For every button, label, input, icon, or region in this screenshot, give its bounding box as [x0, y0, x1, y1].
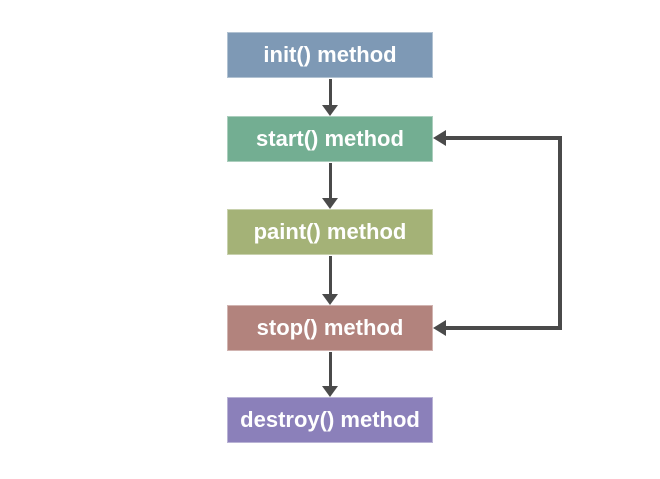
loop-vertical-line — [558, 136, 562, 330]
arrow-paint-to-stop — [322, 256, 338, 305]
arrow-stem — [328, 163, 332, 199]
arrow-left-into-stop-icon — [433, 320, 446, 336]
arrow-left-into-start-icon — [433, 130, 446, 146]
arrow-start-to-paint — [322, 163, 338, 209]
node-init-label: init() method — [263, 42, 397, 67]
node-init-method: init() method — [227, 32, 433, 78]
node-paint-label: paint() method — [253, 219, 407, 244]
loop-bottom-line — [445, 326, 562, 330]
arrow-stem — [328, 79, 332, 106]
arrow-down-icon — [322, 294, 338, 305]
arrow-down-icon — [322, 105, 338, 116]
arrow-stem — [328, 256, 332, 295]
arrow-init-to-start — [322, 79, 338, 116]
node-destroy-label: destroy() method — [240, 407, 420, 432]
node-paint-method: paint() method — [227, 209, 433, 255]
arrow-down-icon — [322, 198, 338, 209]
arrow-stem — [328, 352, 332, 387]
node-stop-method: stop() method — [227, 305, 433, 351]
node-stop-label: stop() method — [256, 315, 404, 340]
loop-top-line — [445, 136, 562, 140]
node-start-label: start() method — [256, 126, 404, 151]
arrow-down-icon — [322, 386, 338, 397]
node-destroy-method: destroy() method — [227, 397, 433, 443]
arrow-stop-to-destroy — [322, 352, 338, 397]
node-start-method: start() method — [227, 116, 433, 162]
